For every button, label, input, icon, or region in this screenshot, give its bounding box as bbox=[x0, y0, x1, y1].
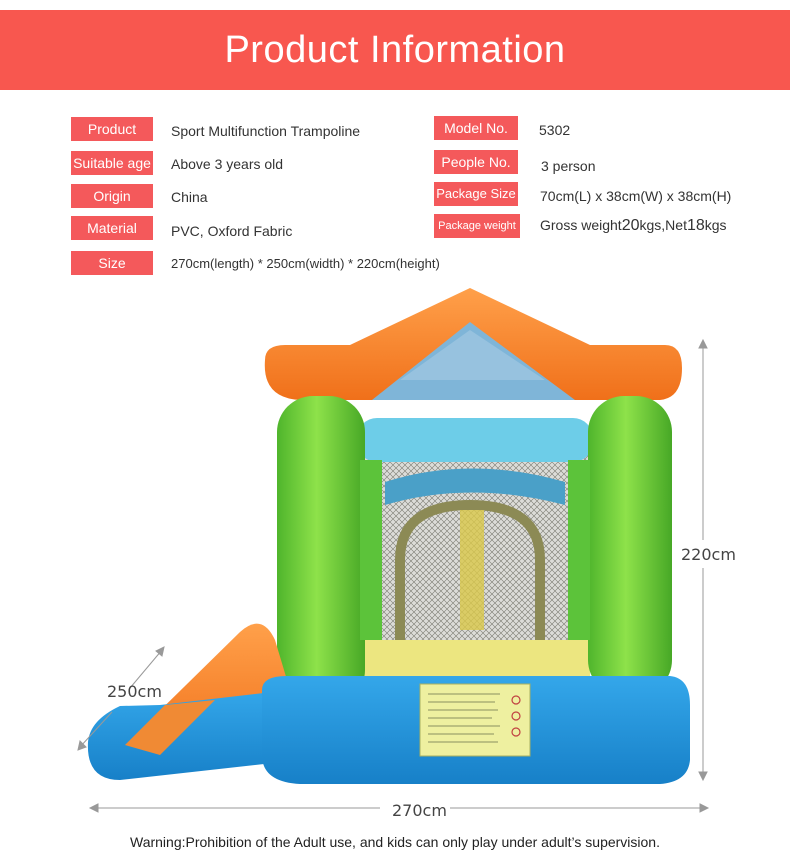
inner-arch bbox=[395, 499, 545, 640]
package-weight-value: Gross weight20kgs,Net18kgs bbox=[540, 217, 727, 235]
bounce-house-illustration bbox=[77, 288, 710, 813]
net-weight-number: 18 bbox=[686, 217, 705, 234]
weight-suffix: kgs bbox=[704, 217, 727, 233]
inner-arch-top bbox=[385, 468, 565, 505]
model-no-value: 5302 bbox=[539, 122, 571, 138]
people-no-label: People No. bbox=[434, 150, 518, 174]
people-no-value: 3 person bbox=[541, 158, 596, 174]
package-size-value: 70cm(L) x 38cm(W) x 38cm(H) bbox=[540, 188, 732, 204]
page-title: Product Information bbox=[224, 28, 566, 71]
header-banner: Product Information bbox=[0, 10, 790, 90]
product-label: Product bbox=[71, 117, 153, 141]
dimension-lines bbox=[77, 338, 710, 813]
inner-hoop bbox=[460, 510, 484, 630]
slide-base bbox=[87, 690, 300, 780]
origin-value: China bbox=[171, 189, 208, 205]
product-value: Sport Multifunction Trampoline bbox=[171, 123, 361, 139]
suitable-age-value: Above 3 years old bbox=[171, 156, 284, 172]
slide-bottom bbox=[125, 700, 215, 755]
width-dimension: 250cm bbox=[107, 682, 162, 701]
right-pillar bbox=[588, 396, 672, 696]
warning-text: Warning:Prohibition of the Adult use, an… bbox=[130, 834, 660, 850]
gross-weight-prefix: Gross weight bbox=[540, 217, 622, 233]
material-value: PVC, Oxford Fabric bbox=[171, 223, 293, 239]
gross-weight-number: 20 bbox=[621, 217, 640, 234]
material-label: Material bbox=[71, 216, 153, 240]
inner-left-post bbox=[360, 460, 382, 640]
weight-mid-text: kgs,Net bbox=[639, 217, 687, 233]
suitable-age-label: Suitable age bbox=[71, 151, 153, 175]
length-dimension: 270cm bbox=[392, 801, 447, 820]
package-weight-label: Package weight bbox=[434, 214, 520, 238]
warning-sticker bbox=[419, 683, 531, 757]
top-beam bbox=[357, 418, 593, 462]
size-value: 270cm(length) * 250cm(width) * 220cm(hei… bbox=[171, 256, 440, 271]
height-dimension: 220cm bbox=[681, 545, 736, 564]
inner-right-post bbox=[568, 460, 590, 640]
model-no-label: Model No. bbox=[434, 116, 518, 140]
size-label: Size bbox=[71, 251, 153, 275]
sticker-lines bbox=[428, 693, 500, 743]
left-pillar bbox=[277, 396, 365, 706]
package-size-label: Package Size bbox=[434, 182, 518, 206]
roof-window-highlight bbox=[400, 330, 545, 380]
origin-label: Origin bbox=[71, 184, 153, 208]
